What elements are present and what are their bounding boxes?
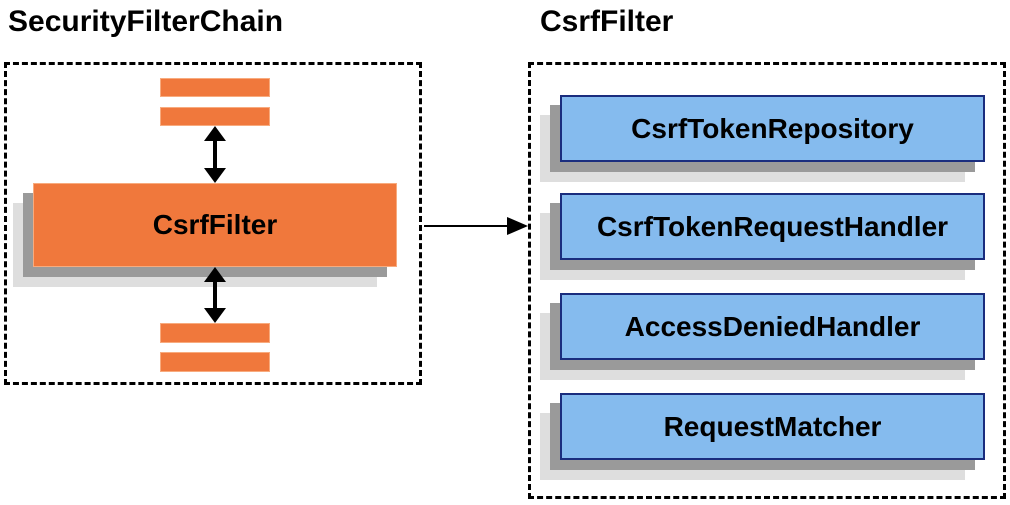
flow-arrow: [424, 217, 528, 235]
arrowhead-down-icon: [204, 308, 226, 323]
component-box-access-denied-handler: AccessDeniedHandler: [560, 293, 985, 360]
arrowhead-down-icon: [204, 168, 226, 183]
component-label: CsrfTokenRepository: [631, 112, 914, 144]
arrowhead-right-icon: [507, 217, 528, 235]
csrf-filter-title: CsrfFilter: [540, 5, 674, 38]
double-arrow-top: [203, 126, 227, 183]
arrow-shaft: [213, 141, 217, 168]
security-filter-chain-container: [4, 62, 422, 385]
component-box-csrf-token-request-handler: CsrfTokenRequestHandler: [560, 193, 985, 260]
double-arrow-bottom: [203, 267, 227, 323]
component-box-csrf-token-repository: CsrfTokenRepository: [560, 95, 985, 162]
filter-placeholder-bar-2: [160, 107, 270, 126]
filter-placeholder-bar-3: [160, 323, 270, 343]
arrow-shaft: [424, 225, 507, 227]
component-label: RequestMatcher: [663, 410, 882, 442]
component-label: AccessDeniedHandler: [624, 310, 921, 342]
arrow-shaft: [213, 282, 217, 308]
arrowhead-up-icon: [204, 267, 226, 282]
csrf-filter-node-label: CsrfFilter: [152, 209, 278, 240]
csrf-filter-container: [528, 62, 1006, 499]
component-label: CsrfTokenRequestHandler: [596, 210, 949, 242]
security-filter-chain-title: SecurityFilterChain: [8, 5, 284, 38]
csrf-filter-node: CsrfFilter: [33, 183, 397, 267]
filter-placeholder-bar-4: [160, 352, 270, 372]
arrowhead-up-icon: [204, 126, 226, 141]
component-box-request-matcher: RequestMatcher: [560, 393, 985, 460]
filter-placeholder-bar-1: [160, 78, 270, 97]
